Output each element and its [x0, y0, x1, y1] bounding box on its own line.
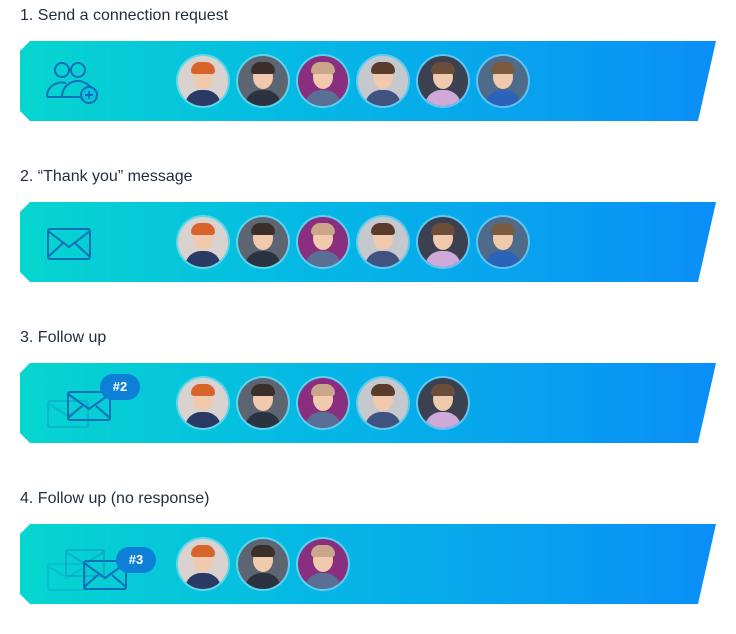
- avatar-person-1: [178, 56, 228, 106]
- step-banner: [20, 41, 716, 121]
- avatar-person-3: [298, 378, 348, 428]
- avatar-person-4: [358, 217, 408, 267]
- avatar-person-1: [178, 217, 228, 267]
- step-title: 4. Follow up (no response): [20, 490, 210, 507]
- step-title: 2. “Thank you” message: [20, 168, 193, 185]
- step-banner: #2: [20, 363, 716, 443]
- step-title: 3. Follow up: [20, 329, 107, 346]
- avatar-person-3: [298, 56, 348, 106]
- avatar-person-2: [238, 539, 288, 589]
- follow-up-badge: #3: [116, 547, 156, 573]
- avatar-person-3: [298, 539, 348, 589]
- step-banner: #3: [20, 524, 716, 604]
- follow-up-badge: #2: [100, 374, 140, 400]
- step-banner: [20, 202, 716, 282]
- avatar-person-1: [178, 539, 228, 589]
- avatar-person-2: [238, 56, 288, 106]
- avatar-person-2: [238, 217, 288, 267]
- avatar-person-5: [418, 378, 468, 428]
- avatar-person-6: [478, 56, 528, 106]
- avatar-person-2: [238, 378, 288, 428]
- avatar-person-5: [418, 56, 468, 106]
- envelope-icon: [44, 218, 134, 268]
- avatar-person-4: [358, 56, 408, 106]
- avatar-person-6: [478, 217, 528, 267]
- step-title: 1. Send a connection request: [20, 7, 229, 24]
- avatar-person-3: [298, 217, 348, 267]
- avatar-person-4: [358, 378, 408, 428]
- triple-envelope-icon: #3: [44, 540, 156, 591]
- add-user-icon: [44, 57, 134, 107]
- avatar-person-1: [178, 378, 228, 428]
- avatar-person-5: [418, 217, 468, 267]
- double-envelope-icon: #2: [44, 374, 140, 429]
